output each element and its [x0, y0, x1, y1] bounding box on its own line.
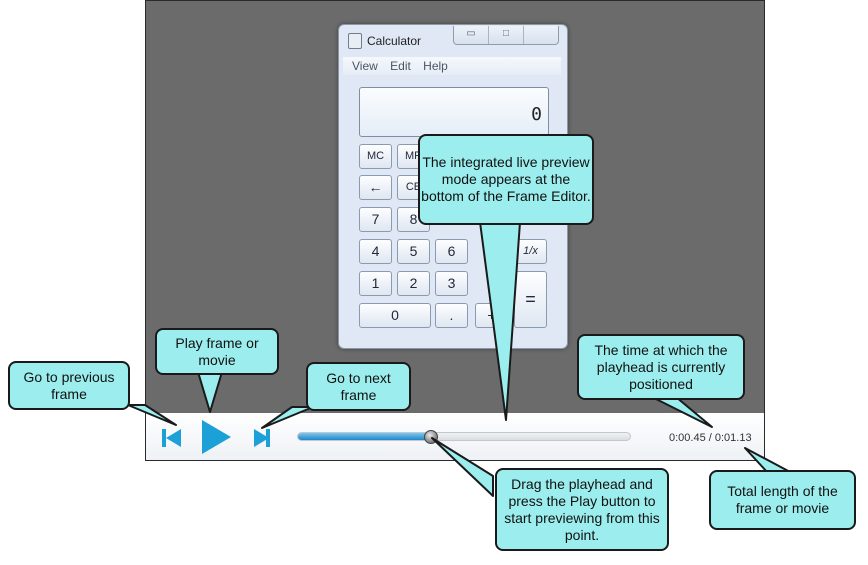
- pointer-play: [197, 371, 223, 413]
- previous-frame-icon: [166, 429, 181, 447]
- key-backspace[interactable]: ←: [359, 175, 392, 200]
- key-5[interactable]: 5: [397, 239, 430, 264]
- previous-frame-button[interactable]: [162, 429, 181, 447]
- menu-help[interactable]: Help: [423, 59, 448, 73]
- pointer-preview-mode: [479, 221, 521, 421]
- previous-frame-icon-bar: [162, 429, 166, 447]
- key-3[interactable]: 3: [435, 271, 468, 296]
- maximize-icon[interactable]: □: [489, 26, 524, 44]
- time-separator: /: [705, 432, 715, 444]
- calculator-menubar: View Edit Help: [343, 57, 561, 75]
- window-buttons: ▭ □: [453, 26, 559, 45]
- menu-edit[interactable]: Edit: [390, 59, 411, 73]
- total-time: 0:01.13: [714, 432, 752, 444]
- callout-play: Play frame or movie: [155, 328, 279, 375]
- key-mc[interactable]: MC: [359, 144, 392, 169]
- key-7[interactable]: 7: [359, 207, 392, 232]
- play-button[interactable]: [202, 420, 231, 454]
- progress-fill: [298, 433, 432, 440]
- display-value: 0: [531, 104, 542, 125]
- key-0[interactable]: 0: [359, 303, 431, 328]
- pointer-drag-playhead: [431, 437, 494, 497]
- progress-track[interactable]: [297, 432, 631, 441]
- minimize-icon[interactable]: ▭: [454, 26, 489, 44]
- key-6[interactable]: 6: [435, 239, 468, 264]
- callout-previous-frame: Go to previous frame: [8, 361, 130, 410]
- next-frame-button[interactable]: [254, 429, 270, 447]
- key-4[interactable]: 4: [359, 239, 392, 264]
- time-readout: 0:00.45 / 0:01.13: [669, 432, 752, 444]
- calculator-title: Calculator: [367, 34, 422, 48]
- key-decimal[interactable]: .: [435, 303, 468, 328]
- pointer-time-position: [651, 396, 713, 428]
- callout-preview-mode: The integrated live preview mode appears…: [418, 134, 594, 225]
- pointer-previous-frame: [127, 404, 177, 426]
- calculator-display: 0: [359, 87, 549, 137]
- next-frame-icon-bar: [266, 429, 270, 447]
- callout-time-position: The time at which the playhead is curren…: [577, 334, 745, 400]
- pointer-next-frame: [261, 406, 314, 429]
- key-1[interactable]: 1: [359, 271, 392, 296]
- menu-view[interactable]: View: [352, 59, 378, 73]
- calculator-icon: [348, 33, 362, 49]
- current-time: 0:00.45: [669, 432, 706, 444]
- callout-total-length: Total length of the frame or movie: [709, 470, 856, 530]
- callout-next-frame: Go to next frame: [306, 362, 411, 411]
- callout-drag-playhead: Drag the playhead and press the Play but…: [495, 468, 669, 551]
- key-2[interactable]: 2: [397, 271, 430, 296]
- next-frame-icon: [254, 429, 269, 447]
